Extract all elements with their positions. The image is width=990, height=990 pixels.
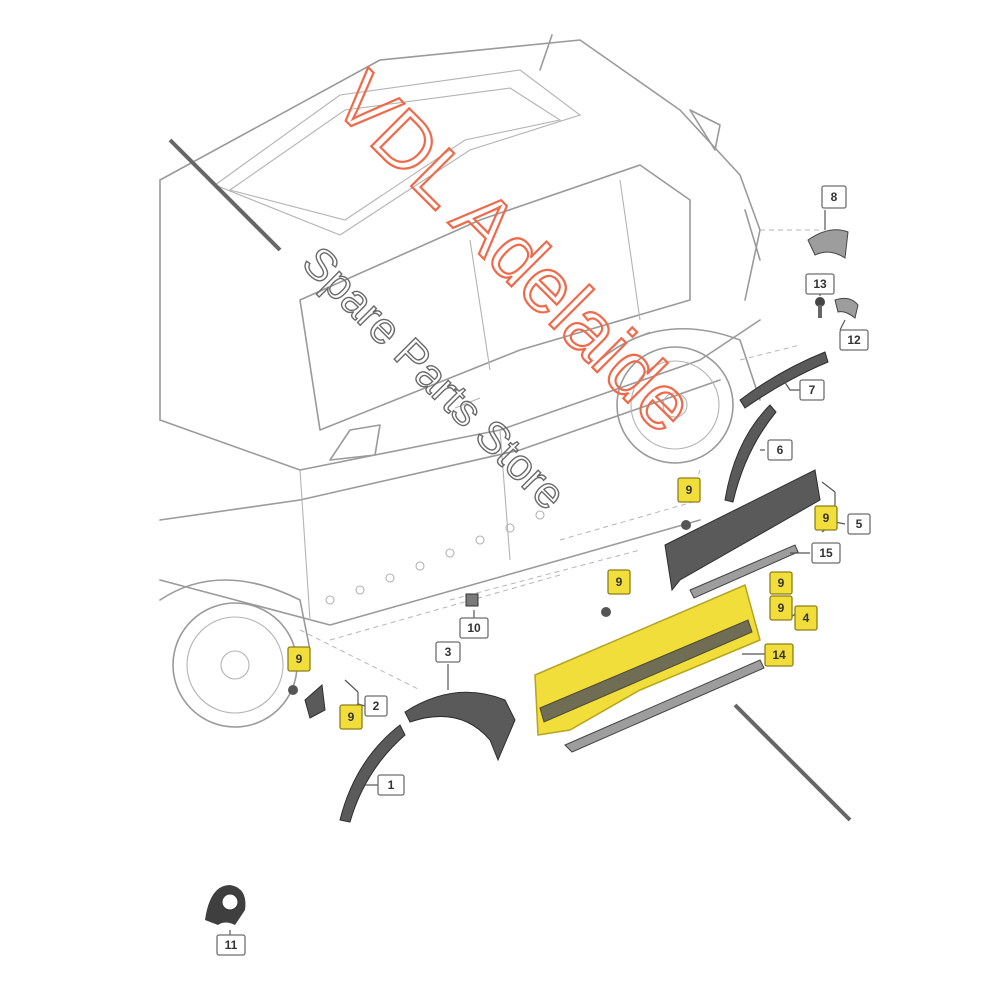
callout-1: 1 — [377, 774, 405, 796]
callout-5: 5 — [847, 513, 871, 535]
callout-11: 11 — [216, 934, 246, 956]
svg-text:5: 5 — [856, 517, 863, 531]
svg-text:8: 8 — [831, 190, 838, 204]
callout-7: 7 — [799, 379, 825, 401]
part-8-cap — [807, 229, 849, 259]
svg-text:7: 7 — [809, 383, 816, 397]
part-2-bracket — [304, 683, 326, 719]
callout-12: 12 — [839, 329, 869, 351]
callout-9-e: 9 — [607, 569, 631, 595]
svg-text:1: 1 — [388, 778, 395, 792]
callout-9-f: 9 — [769, 595, 793, 621]
svg-text:9: 9 — [778, 576, 785, 590]
svg-text:9: 9 — [778, 601, 785, 615]
part-11-tape-roll — [205, 885, 246, 925]
svg-text:9: 9 — [686, 483, 693, 497]
svg-text:9: 9 — [348, 710, 355, 724]
callout-9-b: 9 — [339, 704, 363, 730]
svg-text:9: 9 — [823, 511, 830, 525]
svg-text:3: 3 — [445, 645, 452, 659]
callout-6: 6 — [767, 439, 793, 461]
callout-15: 15 — [811, 542, 841, 564]
part-6-wheel-arch-trim — [724, 404, 777, 503]
callout-13: 13 — [805, 273, 835, 295]
callout-9-c: 9 — [677, 477, 701, 503]
watermark: VDL Adelaide Spare Parts Store — [292, 54, 713, 520]
svg-text:11: 11 — [225, 938, 238, 952]
part-14-lower-strip — [564, 659, 765, 753]
clip — [681, 520, 691, 530]
callout-4: 4 — [794, 605, 818, 631]
callout-9-a: 9 — [287, 646, 311, 672]
svg-text:4: 4 — [803, 611, 810, 625]
part-3-wheel-arch-trim — [404, 691, 516, 762]
part-13-screw — [815, 297, 825, 318]
part-10-clip — [465, 593, 479, 607]
callout-8: 8 — [821, 185, 847, 209]
part-12-cover — [834, 297, 859, 319]
svg-text:6: 6 — [777, 443, 784, 457]
watermark-brand: VDL Adelaide — [318, 55, 712, 449]
clip — [601, 607, 611, 617]
part-1-wheel-arch-trim — [339, 724, 406, 823]
svg-text:14: 14 — [772, 648, 786, 662]
svg-text:9: 9 — [616, 575, 623, 589]
parts — [205, 229, 859, 925]
callout-9-d: 9 — [814, 505, 838, 531]
mounting-guides — [299, 229, 820, 691]
callout-9-g: 9 — [769, 571, 793, 595]
clip — [288, 685, 298, 695]
svg-text:13: 13 — [813, 277, 827, 291]
svg-text:9: 9 — [296, 652, 303, 666]
watermark-slashes — [168, 138, 852, 822]
svg-text:10: 10 — [467, 621, 481, 635]
callout-10: 10 — [459, 617, 489, 639]
callout-14: 14 — [764, 643, 794, 667]
svg-text:12: 12 — [847, 333, 861, 347]
callout-3: 3 — [435, 641, 461, 663]
part-5-door-trim — [664, 469, 821, 592]
callout-2: 2 — [364, 695, 388, 717]
callouts: 1 2 3 4 5 6 7 8 — [216, 185, 871, 956]
part-15-upper-strip — [689, 544, 799, 599]
svg-text:15: 15 — [819, 546, 833, 560]
svg-text:2: 2 — [373, 699, 380, 713]
